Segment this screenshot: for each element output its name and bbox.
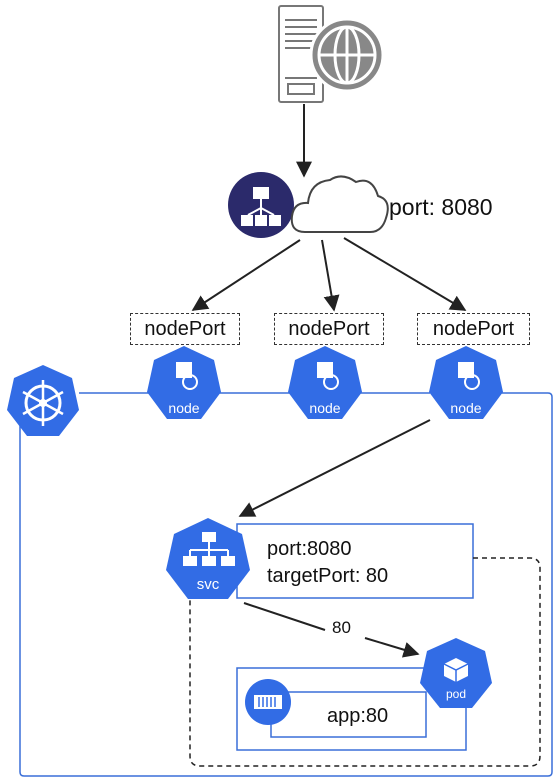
nodeport-box-3: nodePort xyxy=(417,313,530,345)
nodeport-label: nodePort xyxy=(144,317,226,340)
node-icon xyxy=(288,346,362,419)
container-icon xyxy=(245,679,291,725)
container-label: app:80 xyxy=(327,705,389,727)
arrow-lb-to-nodeport-2 xyxy=(321,239,340,312)
server-icon xyxy=(278,5,324,103)
node-caption: node xyxy=(450,400,482,416)
service-selector-region xyxy=(189,557,541,767)
arrow-lb-to-nodeport-3 xyxy=(343,237,467,311)
nodeport-label: nodePort xyxy=(432,317,515,340)
service-port-box xyxy=(236,523,474,599)
load-balancer-icon xyxy=(228,172,294,238)
node-icon xyxy=(429,346,503,419)
kubernetes-logo-icon xyxy=(7,365,79,436)
service-port-label: port:8080 xyxy=(267,538,352,560)
service-target-port-label: targetPort: 80 xyxy=(267,565,389,587)
node-icon xyxy=(147,346,221,419)
nodeport-label: nodePort xyxy=(288,317,370,340)
cluster-frame xyxy=(19,392,553,777)
node-caption: node xyxy=(309,400,341,416)
service-caption: svc xyxy=(196,576,220,593)
pod-caption: pod xyxy=(445,687,467,701)
edge-port-label: 80 xyxy=(332,618,351,637)
container-box xyxy=(270,691,427,738)
lb-port-label: port: 8080 xyxy=(389,194,493,220)
nodeport-box-2: nodePort xyxy=(274,313,384,345)
cloud-icon xyxy=(290,175,389,233)
nodeport-box-1: nodePort xyxy=(130,313,240,345)
globe-icon xyxy=(309,17,385,93)
arrow-lb-to-nodeport-1 xyxy=(191,239,301,311)
arrow-service-to-pod xyxy=(243,602,418,654)
service-icon xyxy=(166,518,250,599)
pod-icon xyxy=(420,638,492,708)
node-caption: node xyxy=(168,400,200,416)
arrow-node-to-service xyxy=(238,419,431,517)
